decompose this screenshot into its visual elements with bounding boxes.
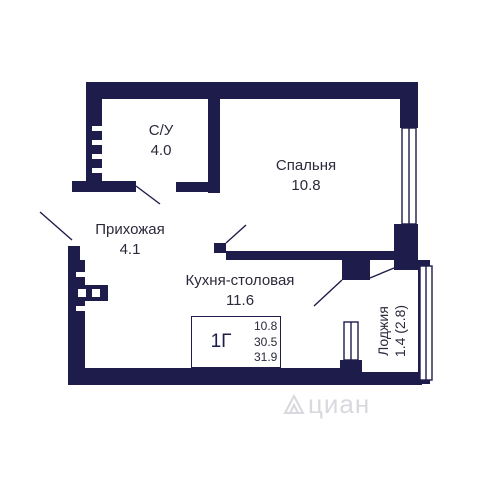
entrance-door (39, 211, 73, 241)
wall-left-upper (86, 82, 102, 186)
room-kitchen-area: 11.6 (225, 292, 255, 309)
watermark-text: циан (308, 389, 371, 419)
wall-bedroom-stub (214, 243, 226, 253)
apartment-areas: 10.8 30.5 31.9 (254, 319, 277, 366)
hall-notch-2 (76, 306, 85, 311)
bath-window-notch-3 (92, 154, 102, 159)
living-area: 10.8 (254, 319, 278, 333)
wall-left-lower (68, 260, 85, 385)
wall-loggia-bottom (352, 372, 422, 385)
room-loggia-name: Лоджия (375, 306, 391, 356)
hall-notch-1 (76, 272, 85, 277)
wall-bedroom-bottom (226, 251, 398, 260)
total-area: 30.5 (254, 334, 278, 349)
wall-left-stub (68, 246, 80, 264)
wall-right-upper (400, 82, 418, 128)
bath-window-notch-4 (92, 168, 102, 173)
room-hallway: Прихожая 4.1 (82, 220, 178, 260)
bath-window-notch-1 (92, 126, 102, 131)
hall-block-gap-2 (92, 289, 100, 297)
room-hallway-area: 4.1 (119, 241, 141, 258)
apartment-type: 1Г (210, 331, 232, 352)
wall-hall-block (68, 285, 108, 301)
room-bedroom-name: Спальня (275, 157, 337, 174)
room-bedroom: Спальня 10.8 (262, 156, 350, 196)
loggia-wall-line (369, 267, 395, 279)
bath-door (135, 185, 161, 205)
cian-logo-icon (283, 393, 305, 414)
wall-bottom (68, 368, 354, 385)
wall-bathroom-bottom-right (176, 182, 210, 192)
room-hallway-name: Прихожая (95, 221, 165, 238)
bedroom-door (225, 224, 247, 244)
room-bathroom: С/У 4.0 (132, 121, 190, 161)
wall-bath-block (86, 176, 102, 192)
hall-block-gap-1 (78, 289, 86, 297)
wall-right-middle (394, 224, 418, 270)
room-bedroom-area: 10.8 (291, 177, 321, 194)
full-area: 31.9 (254, 350, 278, 364)
room-kitchen: Кухня-столовая 11.6 (170, 271, 310, 311)
room-bathroom-name: С/У (148, 122, 174, 139)
room-kitchen-name: Кухня-столовая (185, 272, 295, 289)
room-bathroom-area: 4.0 (150, 142, 172, 159)
room-loggia: Лоджия 1.4 (2.8) (375, 283, 411, 379)
wall-bathroom-bottom-left (72, 181, 136, 192)
wall-bathroom-bedroom (208, 99, 220, 193)
wall-top (86, 82, 418, 99)
loggia-door (313, 279, 343, 307)
room-loggia-area: 1.4 (2.8) (392, 304, 408, 358)
bath-window-notch-2 (92, 140, 102, 145)
wall-kitchen-column (342, 254, 370, 280)
apartment-summary: 1Г 10.8 30.5 31.9 (191, 316, 281, 368)
